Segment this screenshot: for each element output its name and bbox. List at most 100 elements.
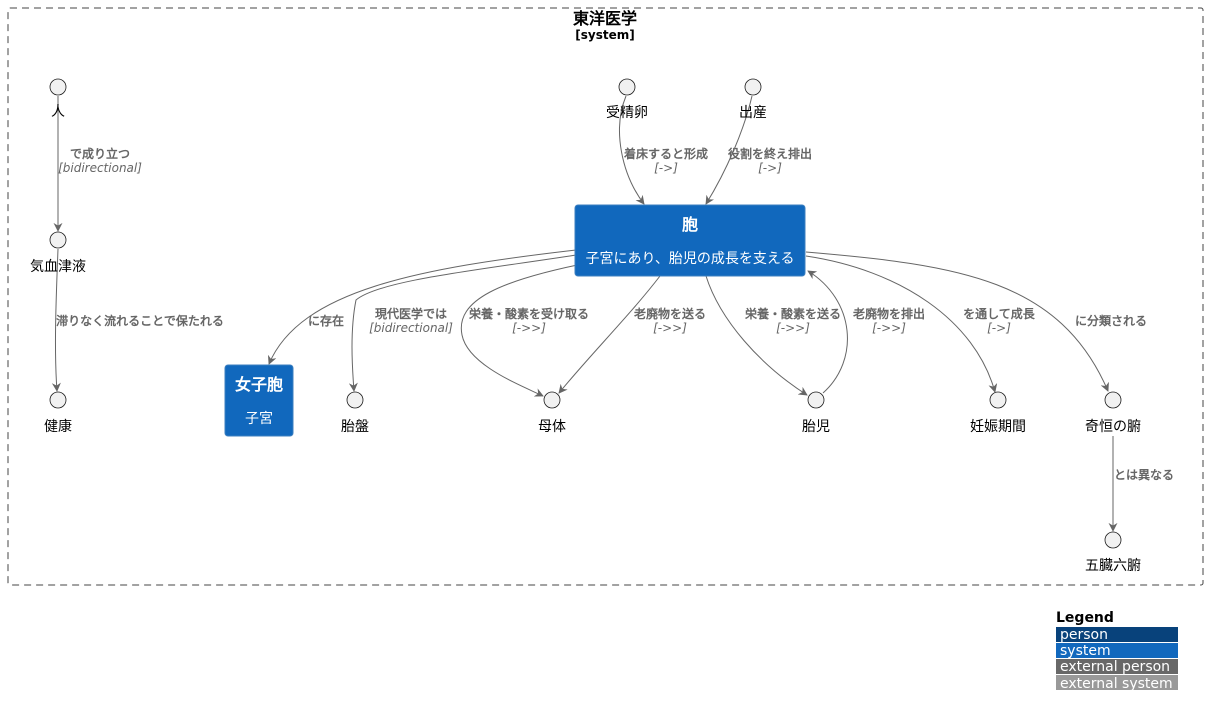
- node-circle: [744, 78, 762, 96]
- edge-line: [619, 95, 645, 205]
- node-ninshin[interactable]: 妊娠期間: [970, 391, 1026, 435]
- legend-swatch-system: [1056, 643, 1178, 658]
- edge-tech: [bidirectional]: [58, 161, 142, 175]
- node-circle: [1104, 391, 1122, 409]
- edge-tech: [->]: [654, 161, 678, 175]
- edge-hito-kiketsu: で成り立つ [bidirectional]: [53, 96, 142, 232]
- edge-line: [705, 95, 753, 205]
- legend-item-external-person: external person: [1060, 659, 1170, 675]
- node-label: 胎盤: [341, 419, 369, 435]
- edge-hou-kikou: に分類される: [805, 251, 1147, 392]
- edge-taiji-hou: 老廃物を排出 [->>]: [807, 270, 925, 394]
- edge-label: とは異なる: [1114, 468, 1174, 482]
- legend-title: Legend: [1056, 610, 1114, 626]
- node-label: 出産: [739, 105, 767, 121]
- node-circle: [49, 391, 67, 409]
- edge-hou-botai-1: 栄養・酸素を受け取る [->>]: [460, 261, 593, 397]
- edge-label: 老廃物を送る: [634, 306, 706, 321]
- edge-line: [558, 275, 661, 394]
- legend: Legend person system external person ext…: [1056, 610, 1178, 692]
- node-circle: [1104, 531, 1122, 549]
- node-circle: [989, 391, 1007, 409]
- node-label: 母体: [538, 419, 566, 435]
- edge-tech: [->]: [758, 161, 782, 175]
- legend-item-person: person: [1060, 627, 1108, 643]
- node-kiketsu[interactable]: 気血津液: [30, 231, 86, 275]
- edge-line: [805, 255, 998, 393]
- legend-swatch-external-person: [1056, 659, 1178, 674]
- edge-tech: [->>]: [776, 321, 810, 335]
- edge-line: [267, 249, 577, 365]
- system-joshihou[interactable]: 女子胞 子宮: [224, 364, 294, 437]
- edge-tech: [bidirectional]: [369, 321, 453, 335]
- system-desc: 子宮にあり、胎児の成長を支える: [585, 251, 794, 267]
- node-shussan[interactable]: 出産: [739, 78, 767, 121]
- edge-hou-taiban: 現代医学では [bidirectional]: [348, 254, 577, 392]
- edge-hou-ninshin: を通して成長 [->]: [805, 255, 1036, 393]
- edge-label: に存在: [308, 313, 344, 328]
- node-hito[interactable]: 人: [49, 78, 67, 120]
- node-label: 五臓六腑: [1085, 558, 1141, 574]
- node-label: 胎児: [802, 419, 830, 435]
- node-juseiran[interactable]: 受精卵: [606, 78, 648, 121]
- edge-shussan-hou: 役割を終え排出 [->]: [705, 95, 812, 205]
- node-circle: [618, 78, 636, 96]
- node-circle: [543, 391, 561, 409]
- edge-label: 着床すると形成: [623, 146, 708, 161]
- edge-line: [807, 270, 848, 394]
- system-title: 女子胞: [235, 375, 283, 394]
- edge-juseiran-hou: 着床すると形成 [->]: [619, 95, 708, 205]
- node-label: 人: [51, 104, 65, 120]
- edge-label: 栄養・酸素を受け取る: [468, 306, 589, 321]
- edge-label: を通して成長: [963, 306, 1036, 321]
- legend-item-system: system: [1060, 643, 1111, 659]
- edge-line: [460, 261, 593, 397]
- edge-tech: [->]: [987, 321, 1011, 335]
- system-box: [224, 364, 294, 437]
- node-label: 健康: [44, 418, 72, 435]
- edge-label: 老廃物を排出: [853, 306, 925, 321]
- edge-label: に分類される: [1075, 313, 1147, 328]
- edge-line: [705, 275, 808, 396]
- system-hou[interactable]: 胞 子宮にあり、胎児の成長を支える: [574, 204, 806, 277]
- edge-kiketsu-kenkou: 滞りなく流れることで保たれる: [51, 248, 224, 392]
- legend-item-external-system: external system: [1060, 676, 1173, 692]
- node-botai[interactable]: 母体: [538, 391, 566, 435]
- node-label: 気血津液: [30, 259, 86, 275]
- system-desc: 子宮: [245, 411, 273, 427]
- edge-label: 栄養・酸素を送る: [744, 306, 841, 321]
- node-taiji[interactable]: 胎児: [802, 391, 830, 435]
- edge-hou-botai-2: 老廃物を送る [->>]: [558, 275, 706, 394]
- node-circle: [49, 231, 67, 249]
- node-kenkou[interactable]: 健康: [44, 391, 72, 435]
- node-taiban[interactable]: 胎盤: [341, 391, 369, 435]
- system-title: 胞: [681, 215, 698, 234]
- legend-swatch-external-system: [1056, 675, 1178, 690]
- node-circle: [49, 78, 67, 96]
- system-box: [574, 204, 806, 277]
- edge-tech: [->>]: [653, 321, 687, 335]
- edge-label: 滞りなく流れることで保たれる: [56, 313, 224, 328]
- edge-kikou-gozou: とは異なる: [1108, 436, 1174, 532]
- node-label: 受精卵: [606, 105, 648, 121]
- edge-line: [348, 254, 577, 392]
- boundary-type: [system]: [575, 28, 634, 42]
- node-circle: [346, 391, 364, 409]
- edge-tech: [->>]: [512, 321, 546, 335]
- node-label: 妊娠期間: [970, 419, 1026, 435]
- edge-line: [51, 248, 61, 392]
- edge-tech: [->>]: [872, 321, 906, 335]
- edge-label: で成り立つ: [70, 146, 130, 161]
- edge-hou-joshihou: に存在: [267, 249, 577, 365]
- node-gozou[interactable]: 五臓六腑: [1085, 531, 1141, 574]
- boundary-title: 東洋医学: [573, 9, 637, 28]
- edge-hou-taiji-1: 栄養・酸素を送る [->>]: [705, 275, 841, 396]
- node-label: 奇恒の腑: [1085, 418, 1141, 435]
- edge-line: [805, 251, 1109, 392]
- legend-swatch-person: [1056, 627, 1178, 642]
- edge-label: 現代医学では: [375, 306, 447, 321]
- node-circle: [807, 391, 825, 409]
- system-boundary: [7, 7, 1204, 586]
- node-kikou[interactable]: 奇恒の腑: [1085, 391, 1141, 435]
